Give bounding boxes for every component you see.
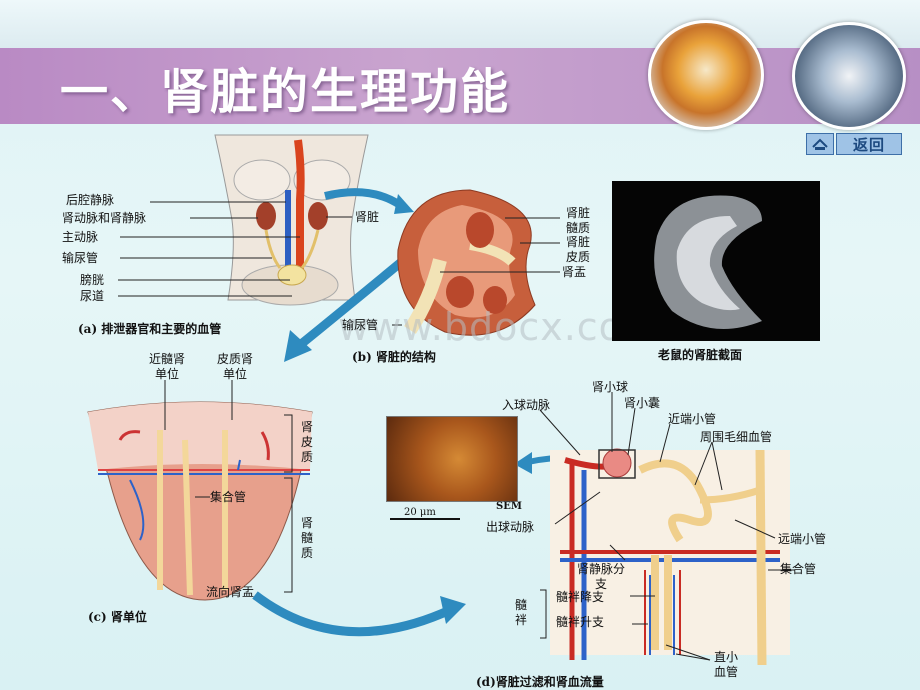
- sem-scale: 20 μm: [404, 507, 436, 518]
- label-urethra: 尿道: [80, 289, 105, 303]
- label-aorta: 主动脉: [62, 230, 99, 244]
- label-ureter: 输尿管: [62, 251, 99, 265]
- mouse-kidney-image: [612, 181, 820, 341]
- label-vein-branch: 肾静脉分支: [576, 562, 625, 591]
- back-button[interactable]: 返回: [806, 133, 902, 155]
- page-title: 一、肾脏的生理功能: [60, 64, 511, 120]
- caption-c: (c) 肾单位: [88, 610, 147, 624]
- label-cortical-nephron: 皮质肾单位: [216, 352, 253, 381]
- label-capillaries: 周围毛细血管: [700, 430, 773, 444]
- nephron-cone: [87, 401, 313, 601]
- label-pelvis: 肾盂: [562, 265, 587, 279]
- label-renal-cortex: 肾皮质: [300, 420, 313, 464]
- label-medulla: 肾脏髓质: [565, 206, 590, 235]
- label-renal-medulla: 肾髓质: [300, 516, 313, 560]
- label-vena-cava: 后腔静脉: [66, 193, 115, 207]
- back-label[interactable]: 返回: [836, 133, 902, 155]
- pills-photo: [648, 20, 764, 130]
- title-bar: [0, 48, 920, 124]
- label-bladder: 膀胱: [80, 273, 105, 287]
- label-loop: 髓袢: [514, 598, 527, 627]
- label-efferent: 出球动脉: [486, 520, 535, 534]
- label-vasa-recta: 直小血管: [713, 650, 738, 679]
- home-icon[interactable]: [806, 133, 834, 155]
- nephron-detail: [550, 448, 790, 666]
- surgeon-photo: [792, 22, 906, 130]
- kidney-section: [397, 189, 536, 336]
- label-renal-artery-vein: 肾动脉和肾静脉: [62, 211, 147, 225]
- caption-a: (a) 排泄器官和主要的血管: [78, 322, 222, 336]
- caption-b: (b) 肾脏的结构: [352, 350, 436, 364]
- sem-label: SEM: [496, 501, 522, 512]
- label-kidney: 肾脏: [355, 210, 380, 224]
- label-juxtamedullary: 近髓肾单位: [148, 352, 185, 381]
- watermark: www.bdocx.com: [338, 305, 661, 349]
- label-flow: 流向肾盂: [206, 585, 255, 599]
- sem-scale-bar: [390, 518, 460, 520]
- caption-mouse: 老鼠的肾脏截面: [658, 348, 743, 362]
- label-ureter-b: 输尿管: [342, 318, 379, 332]
- label-cortex: 肾脏皮质: [565, 235, 590, 264]
- label-capsule: 肾小囊: [624, 396, 661, 410]
- caption-d: (d)肾脏过滤和肾血流量: [476, 675, 604, 689]
- label-descending: 髓袢降支: [556, 590, 605, 604]
- label-ascending: 髓袢升支: [556, 615, 605, 629]
- label-proximal: 近端小管: [668, 412, 717, 426]
- label-glomerulus: 肾小球: [592, 380, 629, 394]
- label-afferent: 入球动脉: [502, 398, 551, 412]
- sem-image: [386, 416, 518, 502]
- mouse-kidney-section: [654, 195, 762, 329]
- label-collecting-d: 集合管: [780, 562, 817, 576]
- body-outline: [214, 134, 369, 306]
- label-distal: 远端小管: [778, 532, 827, 546]
- header-band: [0, 0, 920, 48]
- label-collecting-duct-c: 集合管: [210, 490, 247, 504]
